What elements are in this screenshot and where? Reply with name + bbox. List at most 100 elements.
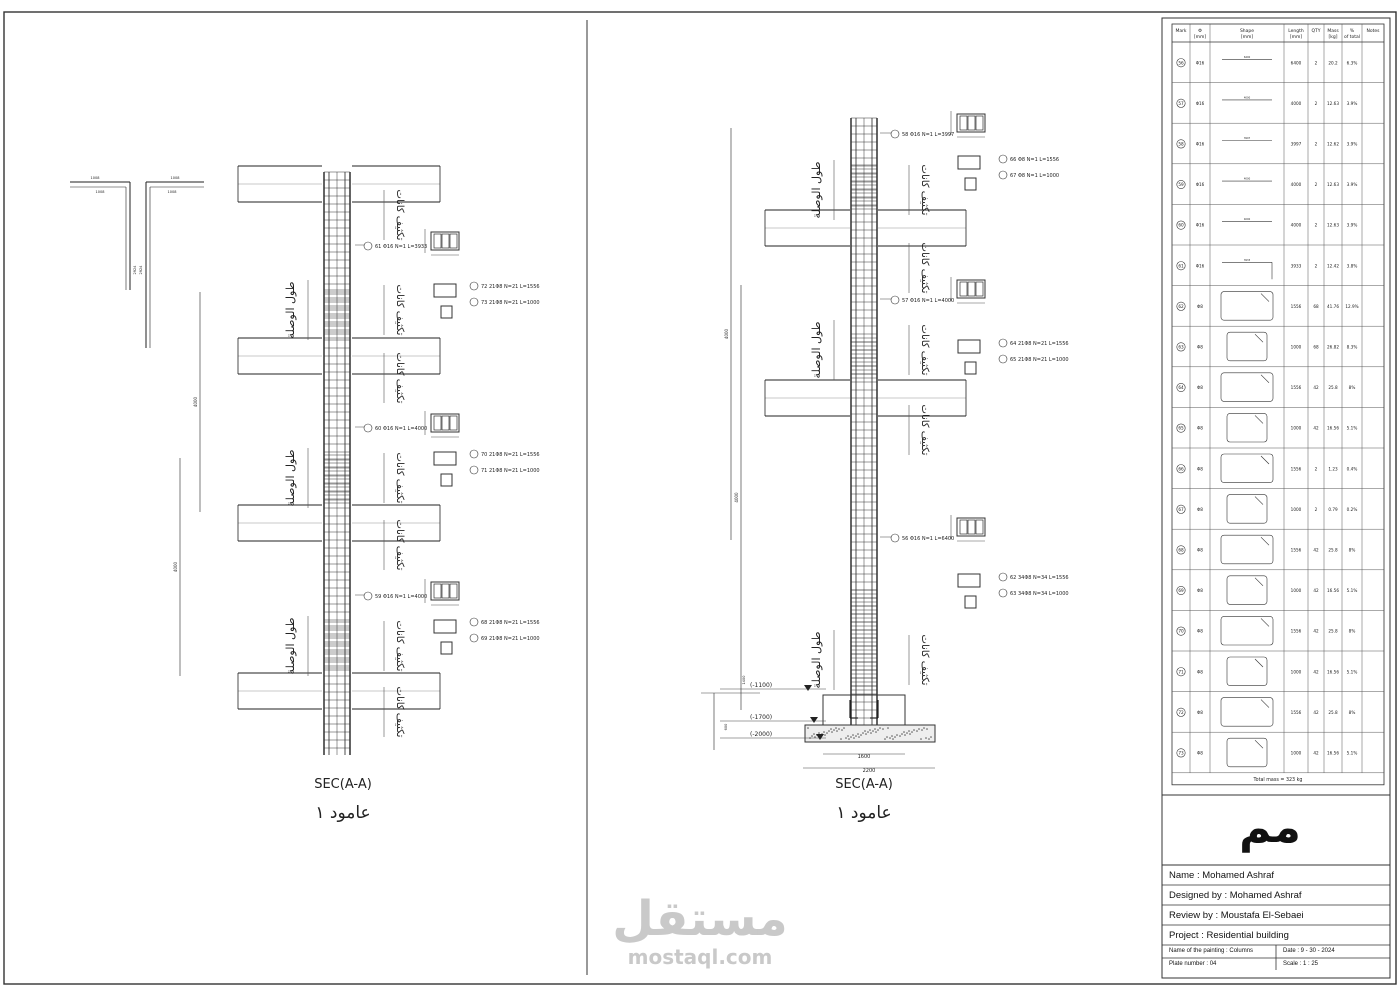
table-cell-qty: 2 [1315,101,1318,106]
tie-rect-large [433,451,457,466]
table-cell-dia: Φ8 [1197,345,1203,350]
footing-hatch-dot [908,730,910,732]
slab-band-4 [237,672,441,710]
footing-hatch-dot [891,735,893,737]
lap-length-label: طول الوصلة [810,631,823,688]
table-cell-mark: 62 [1178,304,1184,309]
stirrup-callout: 64 21Φ8 N=21 L=1556 [998,338,1069,348]
dimension-label: 1008 [171,176,180,180]
tie-shape-rect [1226,737,1268,768]
table-cell-dia: Φ16 [1196,142,1205,147]
table-cell-mass: 1.23 [1328,466,1338,471]
bar-callout-text: 58 Φ16 N=1 L=3997 [902,132,954,138]
table-cell-mark: 60 [1178,223,1184,228]
footing-hatch-dot [855,735,857,737]
tie-shape-rect [1226,656,1268,686]
dimension-label: 1600 [858,754,871,760]
stirrup-callout-text: 62 34Φ8 N=34 L=1556 [1010,575,1069,581]
footing-hatch-dot [925,737,927,739]
tie-shape-rect [1226,413,1268,443]
stirrup-callout-text: 71 21Φ8 N=21 L=1000 [481,468,540,474]
tie-hook-line [1260,618,1270,627]
table-cell-mass: 26.82 [1327,345,1339,350]
table-cell-length: 4000 [1291,101,1302,106]
table-cell-qty: 42 [1313,710,1319,715]
table-cell-mark: 61 [1178,263,1184,268]
stirrup-densification-label: تكثيف كانات [919,243,930,294]
stirrup-detail-icon [424,579,460,606]
stirrup-callout: 73 21Φ8 N=21 L=1000 [469,297,540,307]
dimension-label: 2200 [863,768,876,774]
level-triangle [810,717,818,723]
stirrup-callout: 69 21Φ8 N=21 L=1000 [469,633,540,643]
table-cell-qty: 2 [1315,223,1318,228]
stirrup-callout-text: 67 Φ8 N=1 L=1000 [1010,173,1059,179]
slab-band-1 [237,165,441,203]
table-cell-percent: 3.9% [1347,223,1358,228]
table-cell-mark: 56 [1178,60,1184,65]
stirrup-inner [959,519,968,535]
tie-shape-rect [1220,534,1274,565]
footing-hatch-dot [838,728,840,730]
dimension-height-2: 4000 [173,458,181,676]
stirrup-detail-icon [950,515,986,542]
mark-circle [890,129,900,139]
footing-hatch-dot [850,736,852,738]
table-cell-dia: Φ8 [1197,751,1203,756]
table-cell-mass: 12.62 [1327,142,1339,147]
table-cell-qty: 2 [1315,142,1318,147]
level-label: (-2000) [750,731,772,738]
level-marker: (-1700) [720,714,826,723]
bar-shape-dim: 4000 [1244,95,1251,99]
level-label: (-1700) [750,714,772,721]
table-cell-mark: 58 [1178,142,1184,147]
table-cell-length: 1556 [1291,629,1302,634]
footing-hatch-dot [811,735,813,737]
mark-circle [998,572,1008,582]
footing-hatch-dot [887,727,889,729]
mark-circle [1176,58,1186,68]
tie-shape-rect [1220,453,1274,483]
mark-circle [998,338,1008,348]
table-cell-percent: 3.9% [1347,101,1358,106]
table-cell-percent: 8.3% [1347,345,1358,350]
bar-callout: 59 Φ16 N=1 L=4000 [363,591,427,601]
table-cell-qty: 2 [1315,466,1318,471]
tb-review-by: Review by : Moustafa El-Sebaei [1169,910,1304,921]
stirrup-callout-text: 73 21Φ8 N=21 L=1000 [481,300,540,306]
table-cell-mark: 67 [1178,507,1184,512]
tie-rect-large [433,283,457,298]
footing-hatch-dot [879,727,881,729]
footing-hatch-dot [843,727,845,729]
lap-zone-2 [324,454,350,504]
stirrup-densification-label: تكثيف كانات [394,687,405,738]
footing-hatch-dot [845,737,847,739]
tie-rect-small [964,595,977,609]
mark-circle [890,295,900,305]
column-cage-left [323,171,351,755]
footing-hatch-dot [840,738,842,740]
footing-hatch-dot [836,730,838,732]
table-cell-qty: 42 [1313,669,1319,674]
section-title-left: SEC(A-A) [314,777,372,792]
table-cell-percent: 3.9% [1347,142,1358,147]
table-cell-percent: 5.1% [1347,751,1358,756]
stirrup-callout: 65 21Φ8 N=21 L=1000 [998,354,1069,364]
stirrup-inner [441,583,450,599]
mark-circle [1176,626,1186,636]
mark-circle [1176,504,1186,514]
table-cell-mark: 72 [1178,710,1184,715]
table-cell-mark: 68 [1178,548,1184,553]
table-cell-qty: 42 [1313,548,1319,553]
stirrup-inner [967,519,976,535]
table-cell-length: 1000 [1291,669,1302,674]
footing-hatch-dot [858,736,860,738]
table-cell-percent: 8% [1349,629,1356,634]
dimension-label: 1008 [91,176,100,180]
stirrup-callout: 70 21Φ8 N=21 L=1556 [469,449,540,459]
mark-circle [1176,261,1186,271]
table-cell-length: 4000 [1291,182,1302,187]
table-cell-qty: 68 [1313,304,1319,309]
